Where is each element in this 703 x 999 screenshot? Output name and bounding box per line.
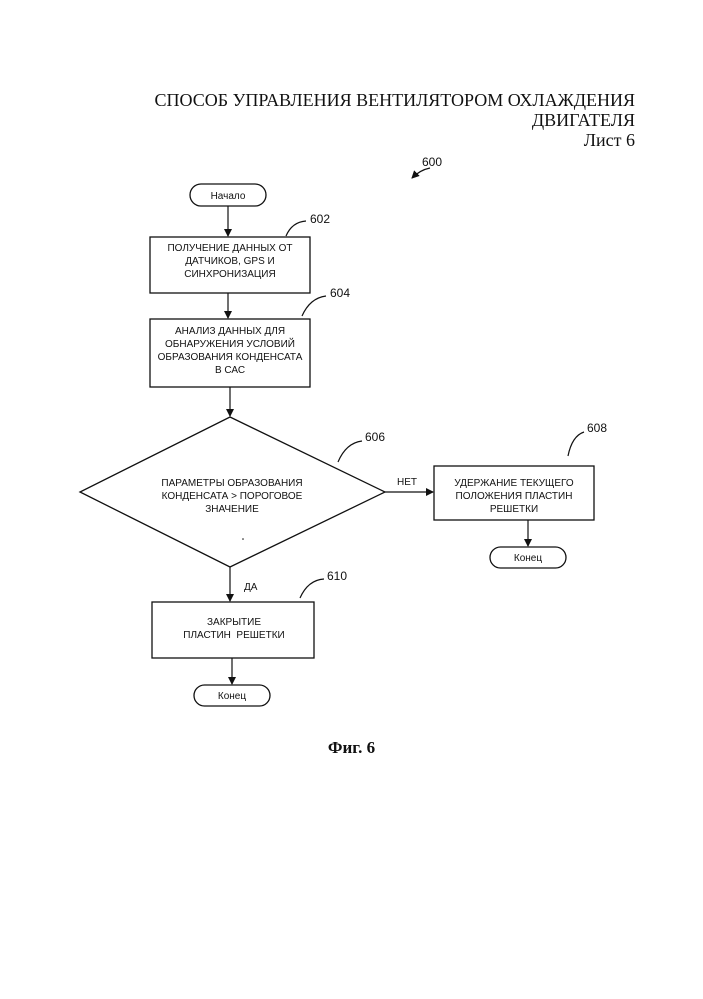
process-602-line-1: ПОЛУЧЕНИЕ ДАННЫХ ОТ xyxy=(167,243,292,254)
decision-606-line-1: ПАРАМЕТРЫ ОБРАЗОВАНИЯ xyxy=(161,478,302,489)
end-terminal-right-label: Конец xyxy=(514,553,542,564)
process-608-line-2: ПОЛОЖЕНИЯ ПЛАСТИН xyxy=(456,491,573,502)
ref-608-leader xyxy=(568,432,584,456)
ref-606-label: 606 xyxy=(365,430,385,444)
ref-602-label: 602 xyxy=(310,212,330,226)
process-610-line-1: ЗАКРЫТИЕ xyxy=(207,617,261,628)
ref-610-leader xyxy=(300,579,324,598)
process-610-line-2: ПЛАСТИН РЕШЕТКИ xyxy=(183,630,284,641)
process-604-line-4: В САС xyxy=(215,365,245,376)
process-602-line-3: СИНХРОНИЗАЦИЯ xyxy=(184,269,275,280)
ref-604-leader xyxy=(302,296,326,316)
start-terminal-label: Начало xyxy=(211,191,246,202)
branch-no-label: НЕТ xyxy=(397,477,417,488)
ref-608-label: 608 xyxy=(587,421,607,435)
ref-610-label: 610 xyxy=(327,569,347,583)
process-604-line-2: ОБНАРУЖЕНИЯ УСЛОВИЙ xyxy=(165,337,295,350)
branch-yes-label: ДА xyxy=(244,582,258,593)
process-608-line-3: РЕШЕТКИ xyxy=(490,504,538,515)
ref-600-pointer xyxy=(412,168,430,178)
decision-606-line-3: ЗНАЧЕНИЕ xyxy=(205,504,259,515)
ref-604-label: 604 xyxy=(330,286,350,300)
scan-speck xyxy=(242,538,244,540)
ref-606-leader xyxy=(338,441,362,462)
decision-606-line-2: КОНДЕНСАТА > ПОРОГОВОЕ xyxy=(162,491,303,502)
process-608-line-1: УДЕРЖАНИЕ ТЕКУЩЕГО xyxy=(454,478,574,489)
process-602-line-2: ДАТЧИКОВ, GPS И xyxy=(185,256,274,267)
process-604-line-1: АНАЛИЗ ДАННЫХ ДЛЯ xyxy=(175,326,285,337)
ref-602-leader xyxy=(286,221,306,236)
process-604-line-3: ОБРАЗОВАНИЯ КОНДЕНСАТА xyxy=(158,352,303,363)
end-terminal-bottom-label: Конец xyxy=(218,691,246,702)
ref-600-label: 600 xyxy=(422,155,442,169)
figure-caption: Фиг. 6 xyxy=(0,738,703,758)
